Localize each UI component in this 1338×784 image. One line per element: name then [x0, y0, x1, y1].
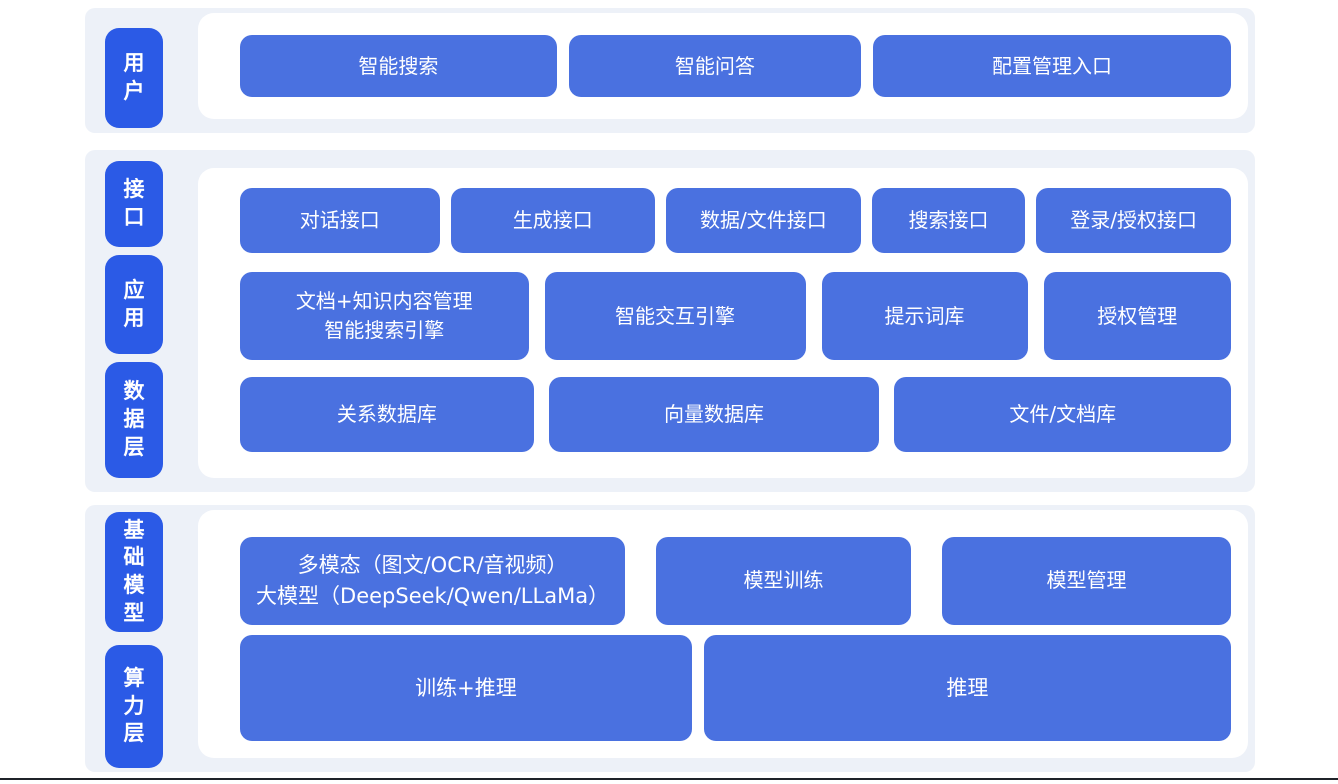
window-bottom-border — [0, 778, 1338, 780]
box-model-training-label: 模型训练 — [743, 568, 824, 593]
pill-foundation-model: 基础模型 — [105, 512, 163, 632]
box-data-file-api-label: 数据/文件接口 — [700, 208, 827, 232]
foundation-pill-column: 基础模型 算力层 — [105, 512, 163, 768]
box-model-management: 模型管理 — [941, 537, 1231, 625]
box-config-management-entry-label: 配置管理入口 — [992, 53, 1113, 78]
box-training-inference: 训练+推理 — [240, 634, 692, 741]
pill-application: 应用 — [105, 255, 163, 354]
pill-compute-layer: 算力层 — [105, 645, 163, 768]
box-intelligent-search: 智能搜索 — [240, 35, 557, 97]
box-file-doc-store-label: 文件/文档库 — [1009, 402, 1117, 426]
box-interaction-engine-label: 智能交互引擎 — [615, 303, 735, 328]
model-row: 多模态（图文/OCR/音视频） 大模型（DeepSeek/Qwen/LLaMa）… — [240, 537, 1231, 625]
section-middle-layers: 接口 应用 数据层 对话接口 生成接口 数据/文件接口 搜 — [85, 150, 1255, 492]
box-relational-db-label: 关系数据库 — [336, 402, 437, 426]
foundation-layers-panel: 多模态（图文/OCR/音视频） 大模型（DeepSeek/Qwen/LLaMa）… — [198, 510, 1248, 758]
interface-row: 对话接口 生成接口 数据/文件接口 搜索接口 登录/授权接口 — [240, 188, 1232, 253]
pill-user-label: 用户 — [123, 51, 145, 103]
box-prompt-library: 提示词库 — [821, 272, 1028, 360]
box-data-file-api: 数据/文件接口 — [666, 188, 861, 253]
pill-data-layer-label: 数据层 — [123, 379, 145, 459]
box-vector-db: 向量数据库 — [548, 377, 880, 452]
box-search-api: 搜索接口 — [871, 188, 1026, 253]
middle-pill-column: 接口 应用 数据层 — [105, 161, 163, 478]
box-search-api-label: 搜索接口 — [908, 208, 989, 232]
architecture-diagram: 用户 智能搜索 智能问答 配置管理入口 接口 应用 — [85, 0, 1255, 784]
box-multimodal-llm-line2: 大模型（DeepSeek/Qwen/LLaMa） — [256, 583, 610, 608]
compute-row: 训练+推理 推理 — [240, 634, 1231, 741]
application-row: 文档+知识内容管理 智能搜索引擎 智能交互引擎 提示词库 授权管理 — [240, 272, 1231, 360]
box-intelligent-search-label: 智能搜索 — [358, 53, 439, 78]
box-config-management-entry: 配置管理入口 — [873, 35, 1231, 97]
box-training-inference-label: 训练+推理 — [415, 675, 517, 700]
box-authorization-management-label: 授权管理 — [1097, 303, 1178, 328]
section-foundation-layers: 基础模型 算力层 多模态（图文/OCR/音视频） 大模型（DeepSeek/Qw… — [85, 505, 1255, 772]
box-generation-api: 生成接口 — [450, 188, 656, 253]
box-multimodal-llm: 多模态（图文/OCR/音视频） 大模型（DeepSeek/Qwen/LLaMa） — [240, 537, 626, 625]
pill-interface: 接口 — [105, 161, 163, 247]
pill-user: 用户 — [105, 28, 163, 128]
pill-interface-label: 接口 — [123, 177, 145, 229]
box-intelligent-qa-label: 智能问答 — [674, 53, 755, 78]
box-dialog-api: 对话接口 — [240, 188, 440, 253]
box-vector-db-label: 向量数据库 — [664, 402, 765, 426]
data-row: 关系数据库 向量数据库 文件/文档库 — [240, 377, 1231, 452]
box-doc-knowledge-line2: 智能搜索引擎 — [324, 318, 445, 342]
user-layer-panel: 智能搜索 智能问答 配置管理入口 — [198, 13, 1248, 119]
box-relational-db: 关系数据库 — [240, 377, 534, 452]
box-model-management-label: 模型管理 — [1046, 568, 1127, 593]
box-interaction-engine: 智能交互引擎 — [544, 272, 806, 360]
box-inference: 推理 — [703, 634, 1231, 741]
pill-foundation-model-label: 基础模型 — [123, 517, 145, 625]
box-generation-api-label: 生成接口 — [512, 208, 593, 232]
pill-application-label: 应用 — [123, 277, 145, 330]
user-layer-row: 智能搜索 智能问答 配置管理入口 — [240, 35, 1231, 97]
box-file-doc-store: 文件/文档库 — [894, 377, 1231, 452]
box-model-training: 模型训练 — [656, 537, 911, 625]
pill-compute-layer-label: 算力层 — [123, 665, 145, 746]
box-multimodal-llm-line1: 多模态（图文/OCR/音视频） — [297, 553, 568, 578]
box-authorization-management: 授权管理 — [1043, 272, 1231, 360]
box-login-auth-api-label: 登录/授权接口 — [1070, 208, 1198, 232]
section-user-layer: 用户 智能搜索 智能问答 配置管理入口 — [85, 8, 1255, 133]
box-dialog-api-label: 对话接口 — [299, 208, 380, 232]
box-doc-knowledge-line1: 文档+知识内容管理 — [295, 289, 473, 313]
pill-data-layer: 数据层 — [105, 362, 163, 478]
box-prompt-library-label: 提示词库 — [884, 303, 965, 328]
box-login-auth-api: 登录/授权接口 — [1036, 188, 1232, 253]
box-intelligent-qa: 智能问答 — [568, 35, 862, 97]
user-layer-pill-column: 用户 — [105, 8, 163, 133]
box-inference-label: 推理 — [946, 675, 989, 700]
box-doc-knowledge-search-engine: 文档+知识内容管理 智能搜索引擎 — [240, 272, 529, 360]
middle-layers-panel: 对话接口 生成接口 数据/文件接口 搜索接口 登录/授权接口 文档+知识内容管理 — [198, 168, 1248, 478]
